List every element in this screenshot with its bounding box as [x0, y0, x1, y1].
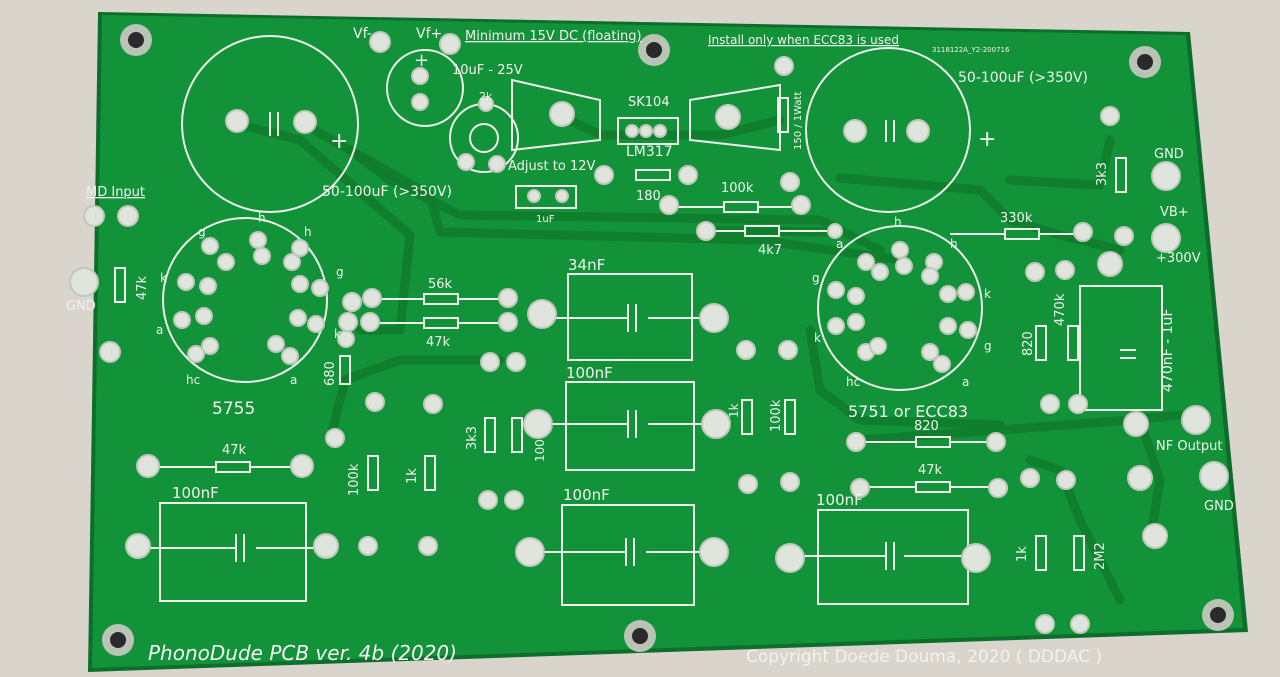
pot-shaft: [469, 123, 499, 153]
cap-34n-label: 34nF: [568, 256, 605, 274]
min-dc-note: Minimum 15V DC (floating): [465, 29, 642, 44]
cap-outline-right: [805, 47, 971, 213]
vf-minus-label: Vf-: [353, 26, 372, 42]
copyright-label: Copyright Doede Douma, 2020 ( DDDAC ): [746, 647, 1102, 667]
nf-output-label: NF Output: [1156, 439, 1223, 454]
r820-top-label: 820: [1021, 331, 1036, 356]
pot-label: 2k: [479, 90, 493, 103]
copper-traces: [225, 110, 1185, 605]
pin-h-label: h: [950, 237, 958, 251]
silkscreen-labels: Vf- Vf+ Minimum 15V DC (floating) 10uF -…: [66, 26, 1234, 667]
adjust-note: Adjust to 12V: [508, 159, 595, 174]
resistor-180-label: 180: [636, 189, 661, 204]
pin-a-label: a: [290, 373, 297, 387]
r100k-left-label: 100k: [347, 463, 362, 496]
pin-hc-label: hc: [186, 373, 200, 387]
r330k-label: 330k: [1000, 211, 1033, 226]
out-cap-label: 470nF - 1uF: [1160, 309, 1176, 392]
r150-label: 150 / 1Watt: [793, 92, 804, 150]
r2m2-label: 2M2: [1093, 542, 1108, 570]
resistor-outlines: [114, 97, 1127, 571]
pin-k-label: k: [160, 271, 167, 285]
md-input-label: MD Input: [86, 185, 145, 200]
pin-g-label: g: [336, 265, 344, 279]
cap-outline-left: [181, 35, 359, 213]
tube-left-name: 5755: [212, 399, 255, 419]
serial-number: 3118122A_Y2-200716: [932, 46, 1010, 54]
pin-h-label: h: [258, 211, 266, 225]
r3k3-mid-label: 3k3: [465, 426, 480, 450]
r100k-top-label: 100k: [721, 181, 754, 196]
pin-k-label: k: [984, 287, 991, 301]
tube-pins-left: [173, 231, 329, 365]
r100-mid-label: 100: [533, 439, 547, 462]
board-title: PhonoDude PCB ver. 4b (2020): [148, 641, 457, 665]
gnd-right-bottom-label: GND: [1204, 499, 1234, 514]
solder-pads: [69, 31, 1229, 634]
regulator-label: LM317: [626, 144, 673, 160]
pin-g-label: g: [812, 271, 820, 285]
cap-100n-mid-label: 100nF: [566, 364, 613, 382]
pin-h-label: h: [304, 225, 312, 239]
tube-pins-right: [827, 241, 977, 373]
r56k-label: 56k: [428, 277, 453, 292]
filter-cap-label: 10uF - 25V: [452, 63, 523, 78]
cap-100n-right-label: 100nF: [816, 491, 863, 509]
r47k-right-label: 47k: [918, 463, 943, 478]
r1k-mid-label: 1k: [727, 403, 741, 418]
r1k-right-label: 1k: [1015, 546, 1030, 562]
r47k-mid-label: 47k: [426, 335, 451, 350]
pin-k-label: k: [814, 331, 821, 345]
cap-outline-10uf: [386, 49, 464, 127]
r470k-label: 470k: [1053, 293, 1068, 326]
tube-socket-left: [162, 217, 328, 383]
r4k7-label: 4k7: [758, 243, 782, 258]
vf-plus-label: Vf+: [416, 26, 442, 42]
pin-a-label: a: [156, 323, 163, 337]
pin-a-label: a: [836, 237, 843, 251]
r47k-bottom-label: 47k: [222, 443, 247, 458]
heatsink-label: SK104: [628, 95, 670, 110]
cap-1uf-label: 1uF: [536, 214, 555, 225]
r820-bottom-label: 820: [914, 419, 939, 434]
ecc83-note: Install only when ECC83 is used: [708, 33, 899, 47]
hv-label: +300V: [1156, 251, 1201, 266]
cap-right-big-label: 50-100uF (>350V): [958, 70, 1088, 86]
pin-g-label: g: [198, 225, 206, 239]
r3k3-right-label: 3k3: [1095, 162, 1110, 186]
r680-label: 680: [323, 361, 338, 386]
plus-mark: +: [330, 129, 348, 154]
plus-mark: +: [978, 127, 996, 152]
r1k-left-label: 1k: [405, 468, 420, 484]
plus-mark: +: [414, 50, 429, 71]
r100k-mid-label: 100k: [769, 399, 784, 432]
pin-g-label: g: [984, 339, 992, 353]
pin-hc-label: hc: [846, 375, 860, 389]
pin-h-label: h: [894, 215, 902, 229]
pin-a-label: a: [962, 375, 969, 389]
cap-100n-center-label: 100nF: [563, 486, 610, 504]
vb-plus-label: VB+: [1160, 205, 1189, 220]
gnd-right-top-label: GND: [1154, 147, 1184, 162]
tube-right-name: 5751 or ECC83: [848, 402, 968, 421]
cap-100n-left-label: 100nF: [172, 484, 219, 502]
tube-socket-right: [817, 225, 983, 391]
gnd-left-label: GND: [66, 299, 96, 314]
pin-k-label: k: [334, 327, 341, 341]
cap-left-big-label: 50-100uF (>350V): [322, 184, 452, 200]
pcb-board: [92, 15, 1243, 668]
r47k-in-label: 47k: [135, 275, 150, 300]
mounting-holes: [102, 24, 1234, 656]
